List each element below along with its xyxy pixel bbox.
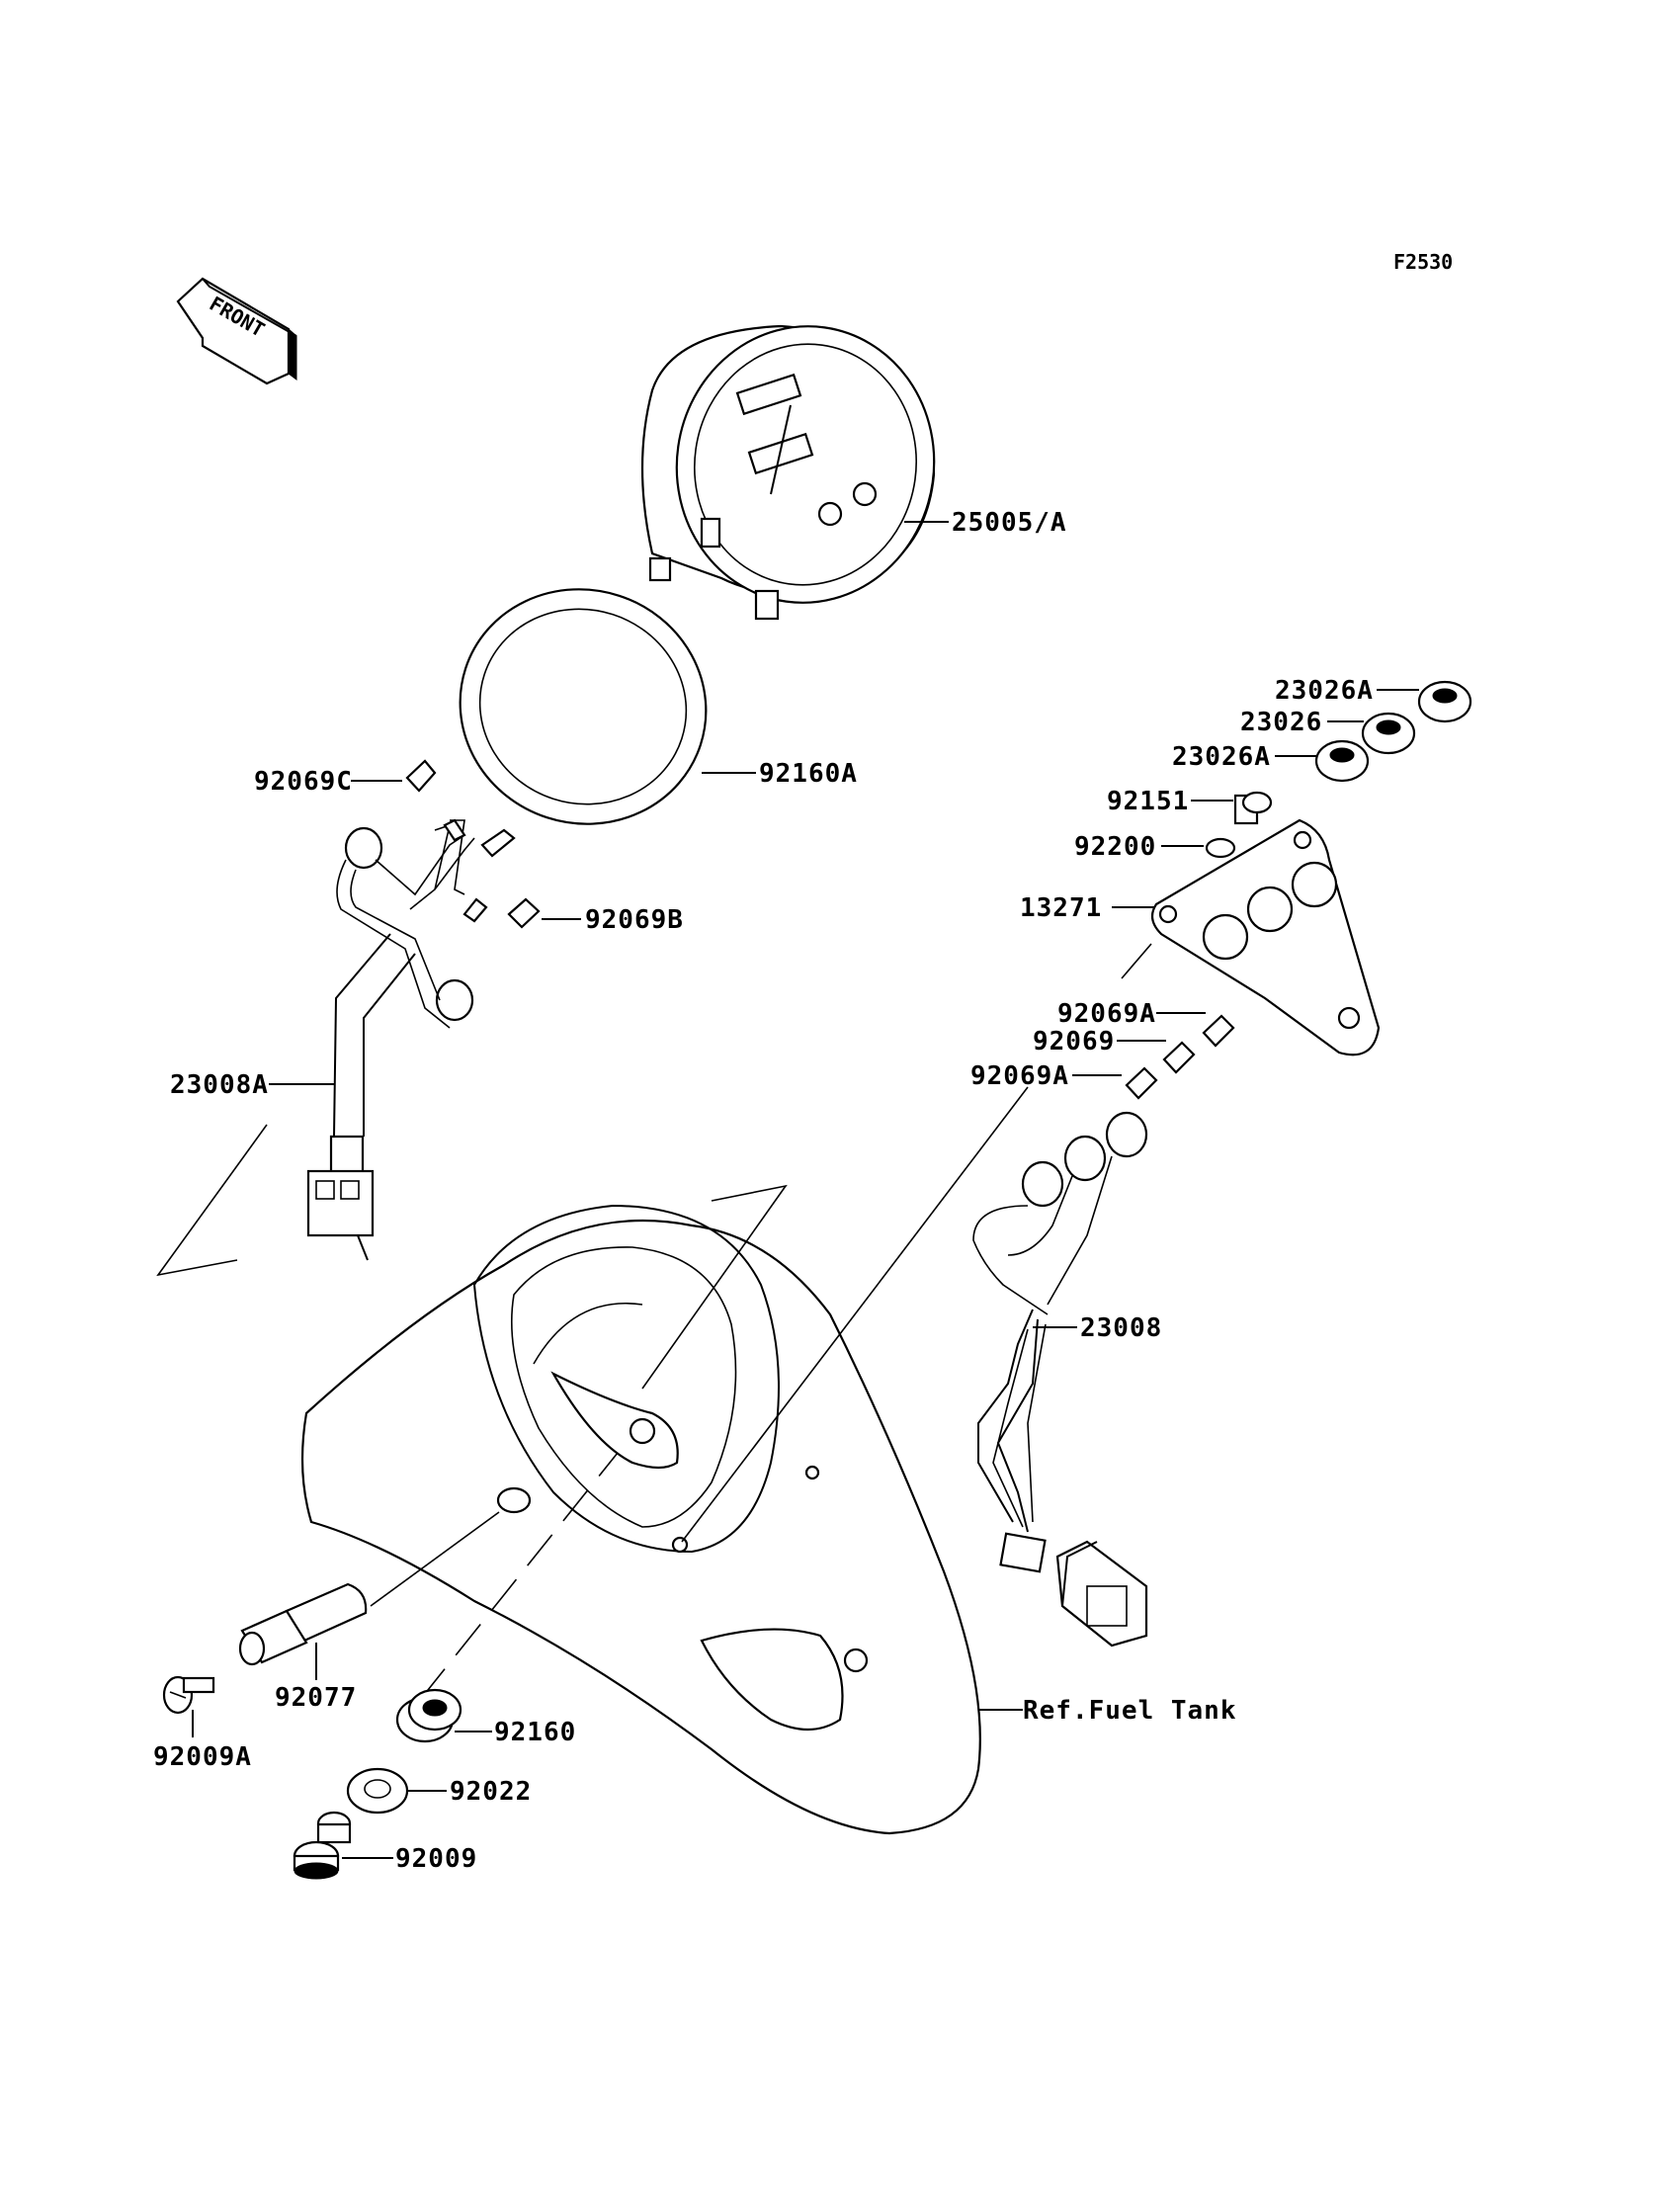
grommet-92160	[395, 1688, 462, 1743]
label-92069A-top: 92069A	[1057, 999, 1156, 1029]
screw-92009A	[162, 1675, 215, 1715]
label-23026A-top: 23026A	[1275, 676, 1374, 706]
meter-cover-housing	[300, 1204, 981, 1835]
screw-92151	[1233, 791, 1273, 825]
label-25005A: 25005/A	[952, 508, 1067, 538]
label-92160: 92160	[494, 1718, 576, 1747]
label-23026: 23026	[1240, 708, 1322, 737]
figure-code: F2530	[1393, 250, 1453, 274]
label-92009A: 92009A	[153, 1742, 252, 1772]
label-ref-fuel-tank: Ref.Fuel Tank	[1023, 1696, 1237, 1726]
speedometer-assembly	[640, 324, 936, 621]
label-13271: 13271	[1020, 893, 1102, 923]
label-23008A: 23008A	[170, 1070, 269, 1100]
indicator-harness-23008	[972, 1111, 1148, 1648]
label-92069: 92069	[1033, 1027, 1115, 1056]
label-92069B: 92069B	[585, 905, 684, 935]
bulb-92069C	[405, 759, 437, 793]
indicator-bulbs	[1125, 1014, 1235, 1100]
gauge-ring	[459, 588, 708, 825]
label-92151: 92151	[1107, 787, 1189, 816]
label-23026A-bottom: 23026A	[1172, 742, 1271, 772]
guide-line-knob	[370, 1511, 500, 1607]
label-92069A-bottom: 92069A	[970, 1061, 1069, 1091]
label-92022: 92022	[450, 1777, 532, 1807]
indicator-caps	[1314, 680, 1472, 783]
guide-line-left	[156, 1124, 268, 1277]
washer-92200	[1205, 837, 1236, 859]
bulb-92069B	[507, 897, 541, 929]
label-92009: 92009	[395, 1844, 477, 1874]
label-92160A: 92160A	[759, 759, 858, 789]
label-92200: 92200	[1074, 832, 1156, 862]
washer-92022	[346, 1767, 409, 1815]
trip-knob-92077	[238, 1582, 368, 1666]
label-23008: 23008	[1080, 1313, 1162, 1343]
indicator-bracket	[1150, 818, 1381, 1056]
guide-line-right	[681, 1086, 1029, 1543]
front-arrow-icon: FRONT	[176, 277, 297, 385]
guide-line-grommet	[419, 1452, 619, 1701]
meter-harness-23008A	[306, 818, 516, 1261]
label-92077: 92077	[275, 1683, 357, 1713]
guide-line-center	[641, 1184, 788, 1390]
label-92069C: 92069C	[254, 767, 353, 797]
bolt-92009	[293, 1811, 352, 1880]
